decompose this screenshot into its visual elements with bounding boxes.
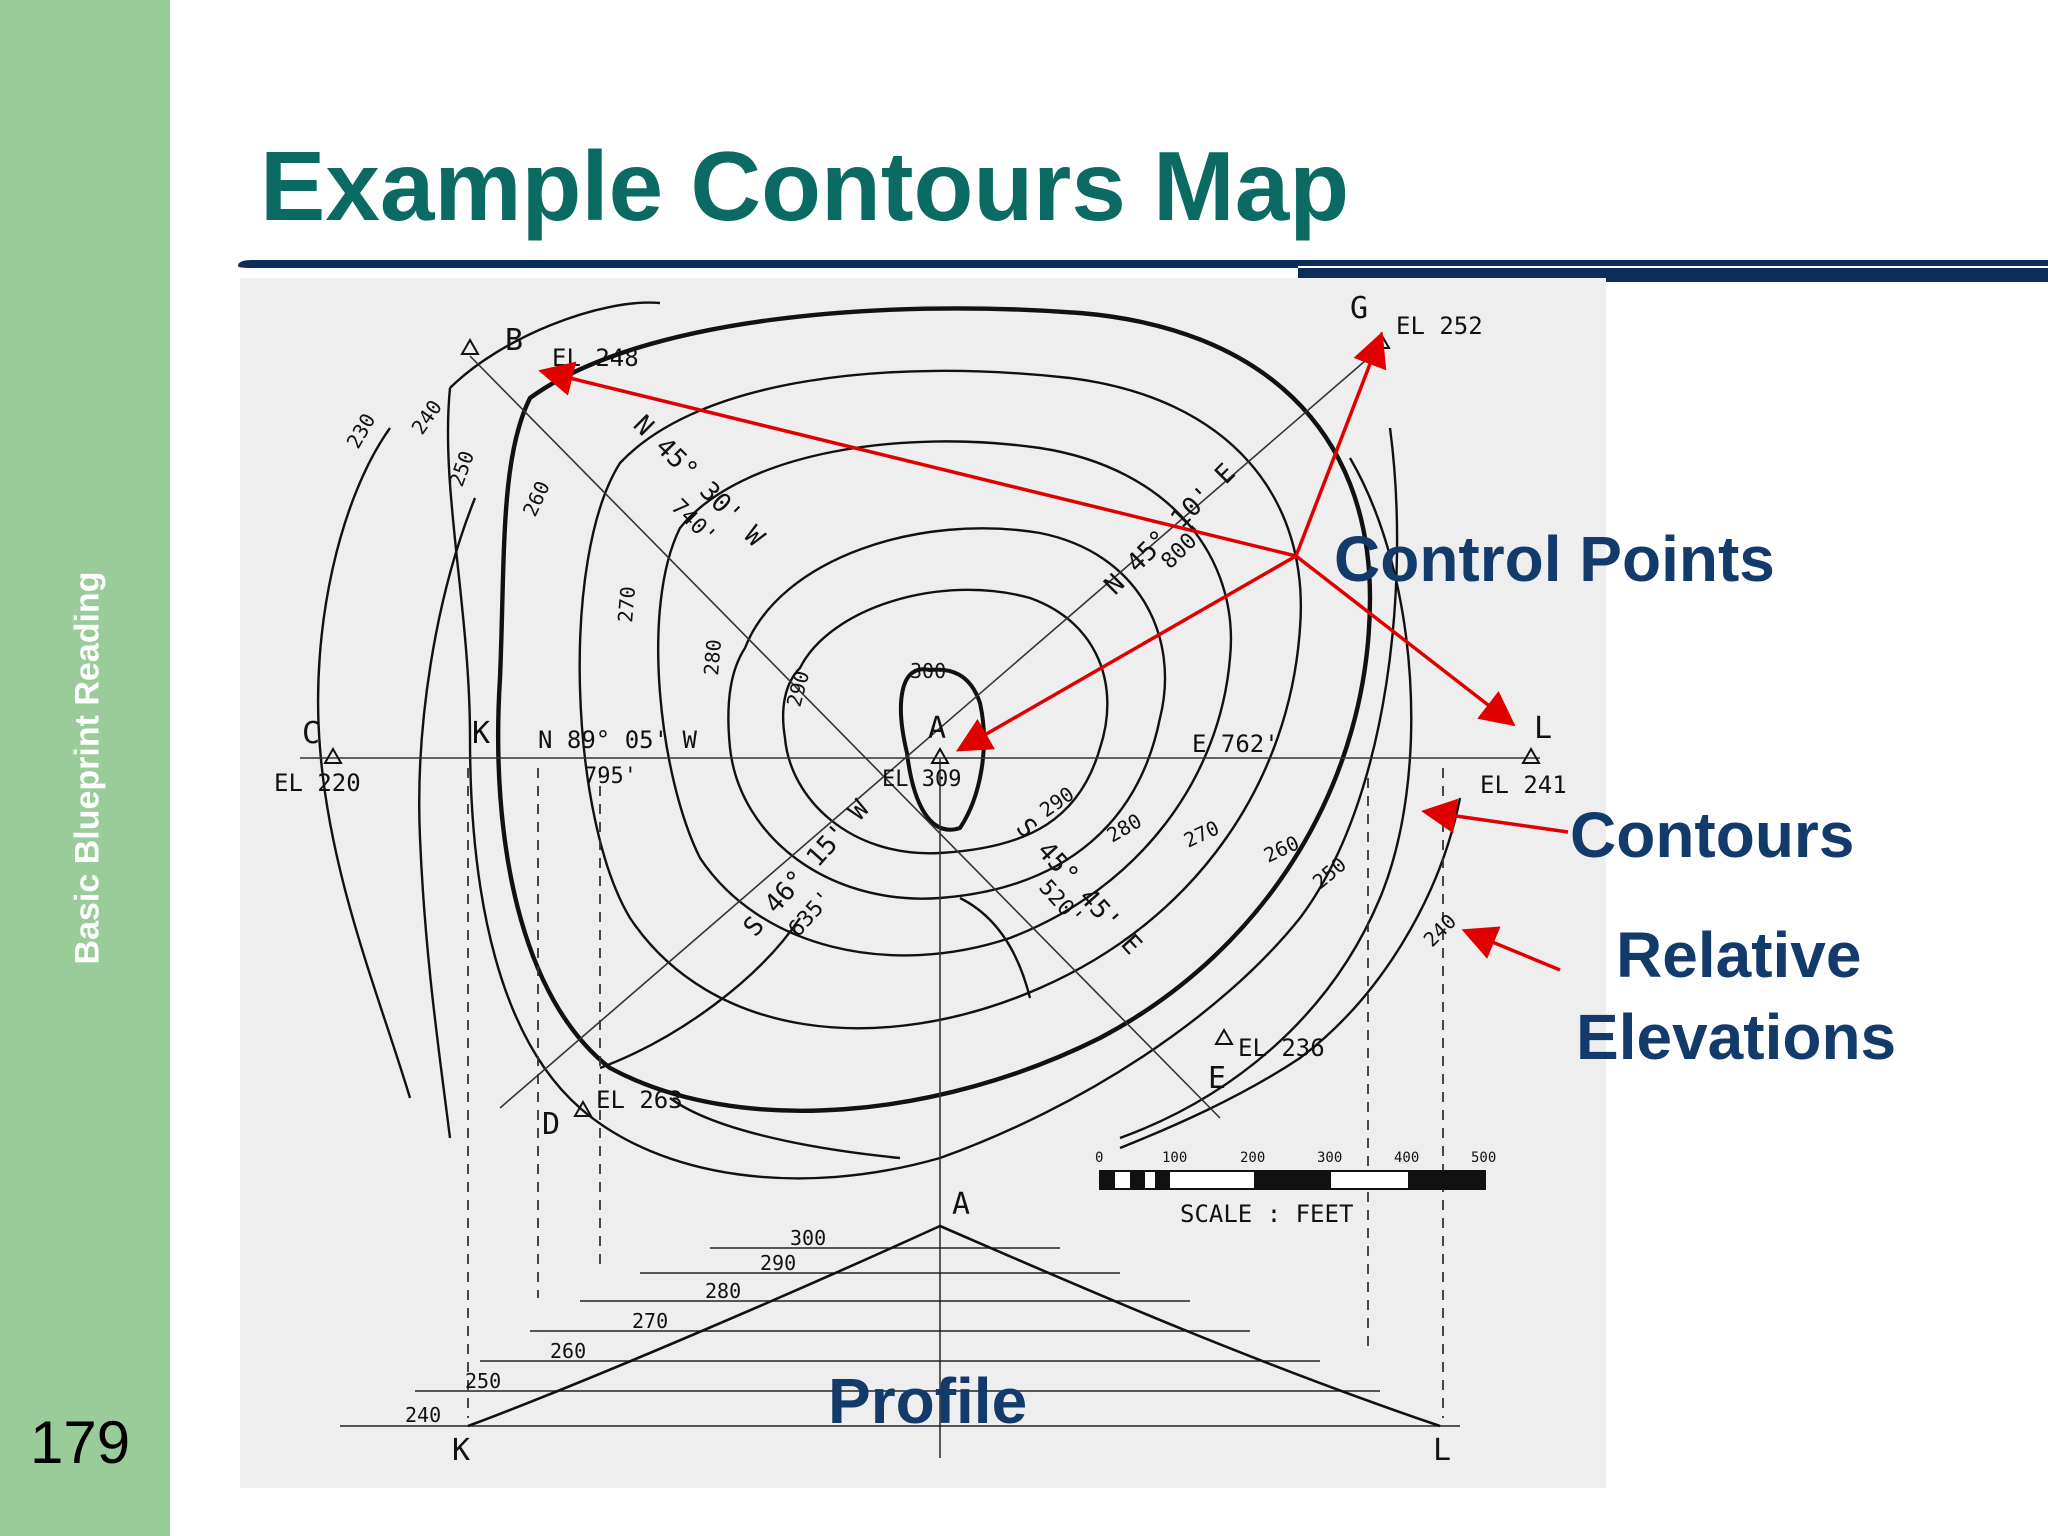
- triangle-d: [573, 1099, 593, 1117]
- profile-peak-letter: A: [952, 1187, 970, 1222]
- triangle-c: [323, 746, 343, 764]
- scale-tick-100: 100: [1162, 1150, 1187, 1166]
- contour-lines: [316, 301, 1462, 1180]
- callout-control-points: Control Points: [1334, 523, 1775, 595]
- contour-label-300: 300: [910, 659, 946, 683]
- contour-250: [496, 306, 1373, 1113]
- slide-title: Example Contours Map: [260, 131, 1350, 241]
- bearing-w: N 89° 05' W: [538, 726, 697, 754]
- point-a-letter: A: [928, 711, 946, 746]
- point-c-elev: EL 220: [274, 769, 361, 797]
- projection-lines: [467, 768, 1444, 1418]
- point-d-letter: D: [542, 1107, 560, 1142]
- contour-240: [446, 301, 1399, 1180]
- point-b-letter: B: [505, 323, 523, 358]
- profile-label-260: 260: [550, 1339, 586, 1363]
- contour-label-280: 280: [699, 638, 726, 676]
- contour-label-270: 270: [613, 585, 640, 623]
- profile-left-letter: K: [452, 1433, 470, 1468]
- profile-right-letter: L: [1433, 1433, 1451, 1468]
- triangle-a: [930, 746, 950, 764]
- profile-label-240: 240: [405, 1403, 441, 1427]
- control-point-markers: [323, 331, 1541, 1117]
- triangle-e: [1214, 1027, 1234, 1045]
- triangle-l: [1521, 746, 1541, 764]
- scale-bar: 0 100 200 300 400 500 SCALE : FEET: [1095, 1150, 1496, 1228]
- profile-label-290: 290: [760, 1251, 796, 1275]
- title-underline: [238, 260, 2048, 282]
- page-number: 179: [30, 1409, 131, 1476]
- contour-230: [316, 427, 412, 1099]
- point-b-elev: EL 248: [552, 344, 639, 372]
- profile-label-250: 250: [465, 1369, 501, 1393]
- scale-label: SCALE : FEET: [1180, 1200, 1353, 1228]
- map-paper: [240, 278, 1606, 1488]
- point-a-elev: EL 309: [882, 767, 961, 792]
- point-l-elev: EL 241: [1480, 771, 1567, 799]
- scale-tick-400: 400: [1394, 1150, 1419, 1166]
- point-l-letter: L: [1534, 711, 1552, 746]
- contour-west: [418, 497, 477, 1139]
- callout-contours: Contours: [1570, 799, 1855, 871]
- contour-map: B EL 248 G EL 252 C EL 220 K A EL 309 L …: [240, 278, 1606, 1488]
- callout-relative-line2: Elevations: [1576, 1001, 1897, 1073]
- contour-east-240: [1119, 797, 1462, 1150]
- elevation-profile: A K L 300 290 280 270 260 250 240: [340, 1187, 1460, 1468]
- point-e-letter: E: [1208, 1061, 1226, 1096]
- course-title-vertical: Basic Blueprint Reading: [68, 571, 107, 965]
- point-d-elev: EL 263: [596, 1086, 683, 1114]
- scale-tick-500: 500: [1471, 1150, 1496, 1166]
- point-e-elev: EL 236: [1238, 1034, 1325, 1062]
- point-k-letter: K: [472, 716, 490, 751]
- contour-south: [599, 896, 1032, 1160]
- callout-relative-line1: Relative: [1616, 919, 1862, 991]
- profile-curve: [467, 1224, 1441, 1428]
- triangle-b: [460, 337, 480, 355]
- bearing-e: E 762': [1192, 730, 1279, 758]
- contour-290: [781, 588, 1109, 855]
- point-c-letter: C: [302, 716, 320, 751]
- point-g-elev: EL 252: [1396, 312, 1483, 340]
- point-g-letter: G: [1350, 291, 1368, 326]
- profile-label-280: 280: [705, 1279, 741, 1303]
- bearing-w-distance: 795': [584, 764, 637, 789]
- scale-tick-200: 200: [1240, 1150, 1265, 1166]
- sidebar: [0, 0, 170, 1536]
- callout-profile: Profile: [828, 1365, 1028, 1437]
- scale-tick-0: 0: [1095, 1150, 1103, 1166]
- profile-label-270: 270: [632, 1309, 668, 1333]
- scale-tick-300: 300: [1317, 1150, 1342, 1166]
- profile-label-300: 300: [790, 1226, 826, 1250]
